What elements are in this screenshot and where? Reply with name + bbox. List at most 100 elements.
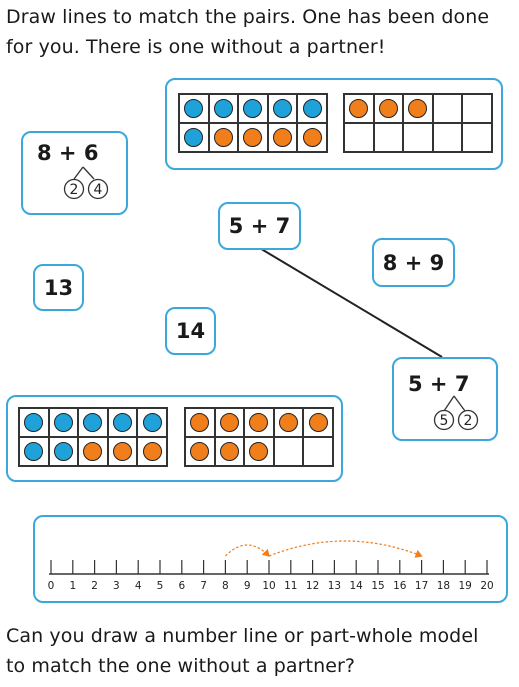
ten-frame-cell [179,94,209,123]
blue-counter [24,413,44,432]
value-13: 13 [43,275,74,300]
orange-counter [219,442,239,461]
ten-frame-cell [238,94,268,123]
orange-counter [378,99,398,118]
orange-counter [190,442,210,461]
orange-counter [190,413,210,432]
ten-frame-cell [78,408,108,437]
ten-frame-cell [344,123,374,152]
ten-frame-cell [267,94,298,123]
ten-frame-cell [107,437,138,466]
ten-frame-cell [273,437,304,466]
tick-label-18: 18 [437,580,450,592]
footer-line-1: Can you draw a number line or part-whole… [6,625,479,647]
tick-label-1: 1 [69,580,76,592]
tick-label-9: 9 [244,580,251,592]
blue-counter [302,99,322,118]
instruction-line-1: Draw lines to match the pairs. One has b… [6,6,490,28]
ten-frame-cell [297,94,327,123]
blue-counter [243,99,263,118]
ten-frame-cell [244,437,274,466]
ten-frame-cell [462,94,492,123]
tick-label-16: 16 [393,580,407,592]
ten-frame-cell [273,408,304,437]
ten-frame-cell [78,437,108,466]
orange-counter [302,128,322,147]
tick-label-4: 4 [135,580,142,592]
ten-frame-cell [214,408,245,437]
blue-counter [213,99,233,118]
ten-frames-card-top[interactable] [165,78,503,170]
tick-label-13: 13 [328,580,341,592]
blue-counter [53,442,73,461]
card-5-plus-7-part-whole[interactable]: 5 + 7 5 2 [392,357,498,441]
ten-frame-cell [462,123,492,152]
ten-frame-cell [185,437,215,466]
tick-label-2: 2 [91,580,98,592]
ten-frame-cell [179,123,209,152]
ten-frame-cell [267,123,298,152]
expression-5-plus-7: 5 + 7 [228,214,291,238]
tick-label-10: 10 [262,580,275,592]
ten-frame-cell [208,94,239,123]
ten-frame-cell [432,94,463,123]
ten-frame-cell [208,123,239,152]
ten-frame-cell [19,408,49,437]
blue-counter [184,128,204,147]
tick-label-3: 3 [113,580,120,592]
tick-label-17: 17 [415,580,428,592]
part-4: 4 [94,182,103,198]
card-5-plus-7[interactable]: 5 + 7 [218,202,301,250]
ten-frame-cell [107,408,138,437]
blue-counter [113,413,133,432]
orange-counter [213,128,233,147]
part-whole-model-8-plus-6: 2 4 [63,166,109,200]
ten-frames-card-bottom[interactable] [6,395,343,482]
ten-frame-cell [214,437,245,466]
ten-frame-cell [185,408,215,437]
ten-frame-top-left [178,93,328,153]
jump-arc-2 [268,540,423,558]
blue-counter [142,413,162,432]
ten-frame-cell [137,437,167,466]
expression-8-plus-6: 8 + 6 [37,141,99,165]
ten-frame-cell [19,437,49,466]
ten-frame-bottom-left [18,407,168,467]
ten-frame-cell [403,123,433,152]
ten-frame-cell [373,94,404,123]
card-13[interactable]: 13 [33,264,84,311]
expression-8-plus-9: 8 + 9 [382,250,445,275]
expression-5-plus-7-model: 5 + 7 [408,372,470,396]
tick-label-20: 20 [480,580,493,592]
ten-frame-cell [432,123,463,152]
orange-counter [279,413,299,432]
footer-line-2: to match the one without a partner? [6,655,356,677]
blue-counter [53,413,73,432]
tick-label-14: 14 [350,580,364,592]
part-2: 2 [464,413,473,429]
ten-frame-cell [297,123,327,152]
ten-frame-cell [137,408,167,437]
tick-label-12: 12 [306,580,319,592]
ten-frame-cell [403,94,433,123]
ten-frame-top-right [343,93,493,153]
ten-frame-cell [48,408,79,437]
ten-frame-bottom-right [184,407,334,467]
orange-counter [219,413,239,432]
orange-counter [249,413,269,432]
part-2: 2 [70,182,79,198]
tick-label-0: 0 [48,580,55,592]
tick-label-8: 8 [222,580,229,592]
tick-label-5: 5 [157,580,164,592]
orange-counter [83,442,103,461]
part-5: 5 [440,413,449,429]
orange-counter [142,442,162,461]
ten-frame-cell [244,408,274,437]
card-8-plus-9[interactable]: 8 + 9 [372,238,455,287]
card-14[interactable]: 14 [165,307,216,355]
ten-frame-cell [303,437,333,466]
blue-counter [184,99,204,118]
card-8-plus-6[interactable]: 8 + 6 2 4 [21,131,128,215]
ten-frame-cell [48,437,79,466]
